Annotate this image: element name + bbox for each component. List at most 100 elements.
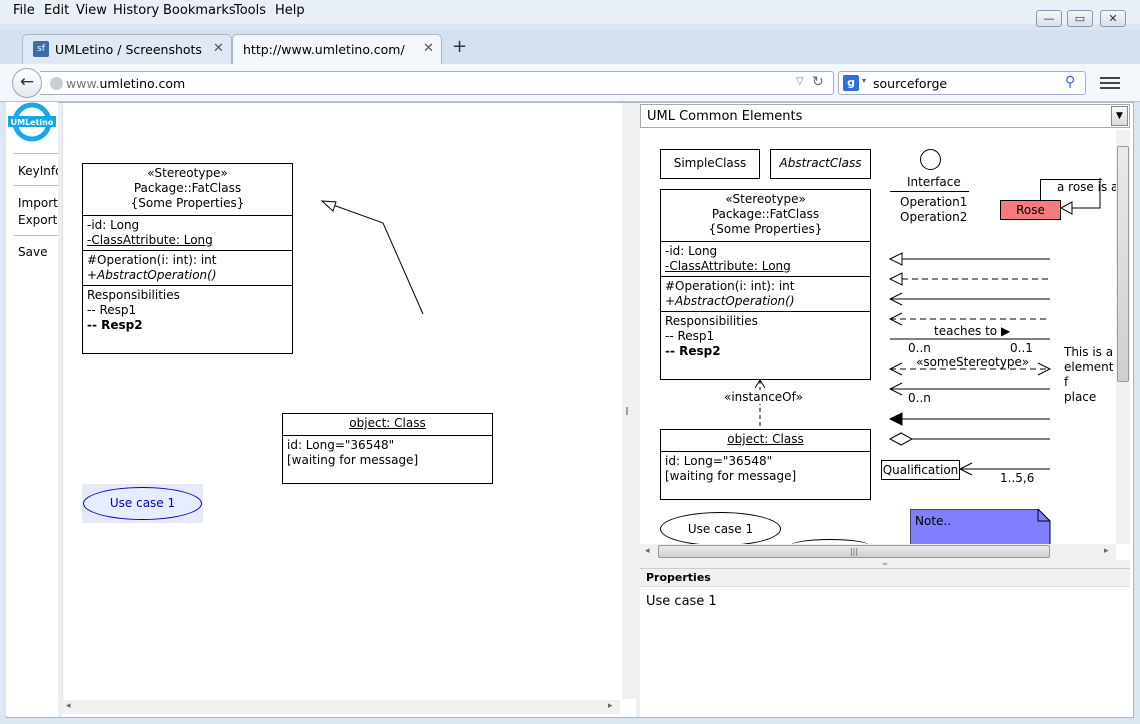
generalization-arrow[interactable] [300,190,440,320]
left-menu: UMLetino KeyInfo Import Export Save [6,102,62,716]
class-name: Package::FatClass [711,207,820,221]
chevron-down-icon[interactable]: ▾ [862,76,867,85]
properties-header: Properties [640,568,1130,586]
svg-text:UMLetino: UMLetino [11,118,54,127]
export-link[interactable]: Export [18,213,58,227]
sourceforge-icon: sf [33,41,49,57]
note-text: Note.. [915,514,952,528]
palette-relation-arrows[interactable] [886,250,1056,482]
scroll-left-icon[interactable]: ◂ [645,546,650,556]
palette-object[interactable]: object: Class id: Long="36548" [waiting … [660,429,871,500]
object-attribute: id: Long="36548" [665,454,773,468]
palette-simple-class[interactable]: SimpleClass [660,149,760,179]
use-case-element[interactable]: Use case 1 [83,487,202,520]
operation: #Operation(i: int): int [87,253,217,267]
menu-help[interactable]: Help [275,3,305,18]
palette-fat-class[interactable]: «Stereotype» Package::FatClass {Some Pro… [660,189,871,380]
palette-horizontal-scrollbar[interactable]: ◂ ||| ▸ [640,544,1116,560]
responsibilities-title: Responsibilities [665,314,758,328]
scroll-right-icon[interactable]: ▸ [1104,546,1109,556]
palette-properties-splitter[interactable]: ═ [640,560,1130,568]
keyinfo-link[interactable]: KeyInfo [18,164,63,178]
chevron-down-icon[interactable]: ▼ [1111,106,1128,126]
menu-edit[interactable]: Edit [44,3,70,18]
minimize-button[interactable]: — [1036,10,1062,27]
responsibilities-section: Responsibilities -- Resp1 -- Resp2 [661,312,870,361]
back-button[interactable]: ← [12,68,42,98]
menu-tools[interactable]: Tools [234,3,267,18]
stereotype-label: «Stereotype» [725,192,806,206]
palette-select[interactable]: UML Common Elements ▼ [640,104,1130,128]
interface-circle-icon[interactable] [920,149,941,170]
responsibility: -- Resp1 [665,329,715,343]
palette-note[interactable]: Note.. [910,509,1051,545]
attribute: -ClassAttribute: Long [87,233,213,247]
class-header: «Stereotype» Package::FatClass {Some Pro… [661,190,870,242]
palette-use-case[interactable]: Use case 1 [660,512,781,546]
menu-history[interactable]: History [113,3,160,18]
import-link[interactable]: Import [18,196,58,210]
menu-bookmarks[interactable]: Bookmarks [163,3,236,18]
menu-file[interactable]: File [13,3,35,18]
class-name: Package::FatClass [133,181,242,195]
object-body: id: Long="36548" [waiting for message] [283,436,492,470]
instanceof-dependency-arrow[interactable] [752,378,768,430]
menu-separator [14,185,62,186]
maximize-button[interactable]: ▭ [1067,10,1093,27]
center-divider[interactable] [636,103,640,717]
operation: +AbstractOperation() [87,268,217,282]
scroll-right-icon[interactable]: ▸ [608,701,613,711]
search-input[interactable]: sourceforge [873,76,948,91]
properties-title: Properties [646,571,711,584]
use-case-selection[interactable]: Use case 1 [82,484,203,523]
tab-umletino-com[interactable]: http://www.umletino.com/ ✕ [232,34,442,67]
tab-label: UMLetino / Screenshots [55,42,202,57]
qualification-multiplicity: 1..5,6 [1000,471,1035,485]
close-window-button[interactable]: ✕ [1100,10,1126,27]
text-line: element f [1064,360,1114,389]
fat-class-element[interactable]: «Stereotype» Package::FatClass {Some Pro… [82,163,293,354]
canvas-vertical-scrollbar[interactable]: ‖ [622,103,636,699]
palette-text-element[interactable]: This is a element f place text anywhere [1064,345,1116,407]
rose-realization-arrow [1060,178,1101,215]
palette-abstract-class[interactable]: AbstractClass [770,149,871,179]
new-tab-plus-icon[interactable]: + [452,36,468,57]
palette-interface-label[interactable]: Interface [907,175,961,189]
left-divider[interactable] [58,103,62,717]
interface-operation: Operation2 [900,210,968,224]
tab-umletino-screenshots[interactable]: sf UMLetino / Screenshots ✕ [22,34,232,64]
responsibility: -- Resp2 [665,344,721,358]
properties-editor[interactable]: Use case 1 [640,586,1130,716]
object-element[interactable]: object: Class id: Long="36548" [waiting … [282,413,493,484]
attribute: -ClassAttribute: Long [665,259,791,273]
palette-qualification[interactable]: Qualification [881,460,960,480]
instanceof-label: «instanceOf» [724,390,803,404]
google-icon[interactable]: g [843,75,859,91]
scroll-thumb[interactable] [1117,146,1129,382]
palette-vertical-scrollbar[interactable] [1116,130,1130,544]
stereotype-relation-label: «someStereotype» [916,355,1030,369]
globe-icon [50,77,63,90]
text-line: place text [1064,390,1097,407]
search-icon[interactable]: ⚲ [1065,74,1076,90]
object-header: object: Class [283,414,492,436]
teaches-label: teaches to ▶ [934,324,1011,338]
canvas-horizontal-scrollbar[interactable]: ◂ ▸ [62,700,620,714]
properties-text[interactable]: Use case 1 [646,594,717,609]
menu-view[interactable]: View [76,3,107,18]
address-text: www.umletino.com [66,76,186,91]
attributes-section: -id: Long -ClassAttribute: Long [83,216,292,251]
scroll-thumb[interactable]: ||| [658,545,1050,558]
reload-icon[interactable]: ↻ [812,74,824,90]
dropdown-arrow-icon[interactable]: ▽ [796,76,804,87]
close-icon[interactable]: ✕ [213,41,224,56]
note-text: a rose is a [1057,180,1119,194]
search-bar[interactable]: g ▾ sourceforge ⚲ [838,71,1086,95]
close-icon[interactable]: ✕ [423,41,434,56]
scroll-left-icon[interactable]: ◂ [66,701,71,711]
palette-rose-class[interactable]: Rose [1000,200,1061,220]
save-link[interactable]: Save [18,245,48,259]
hamburger-menu-icon[interactable] [1100,74,1120,90]
class-header: «Stereotype» Package::FatClass {Some Pro… [83,164,292,216]
address-bar[interactable]: www.umletino.com ▽ ↻ [40,71,834,95]
